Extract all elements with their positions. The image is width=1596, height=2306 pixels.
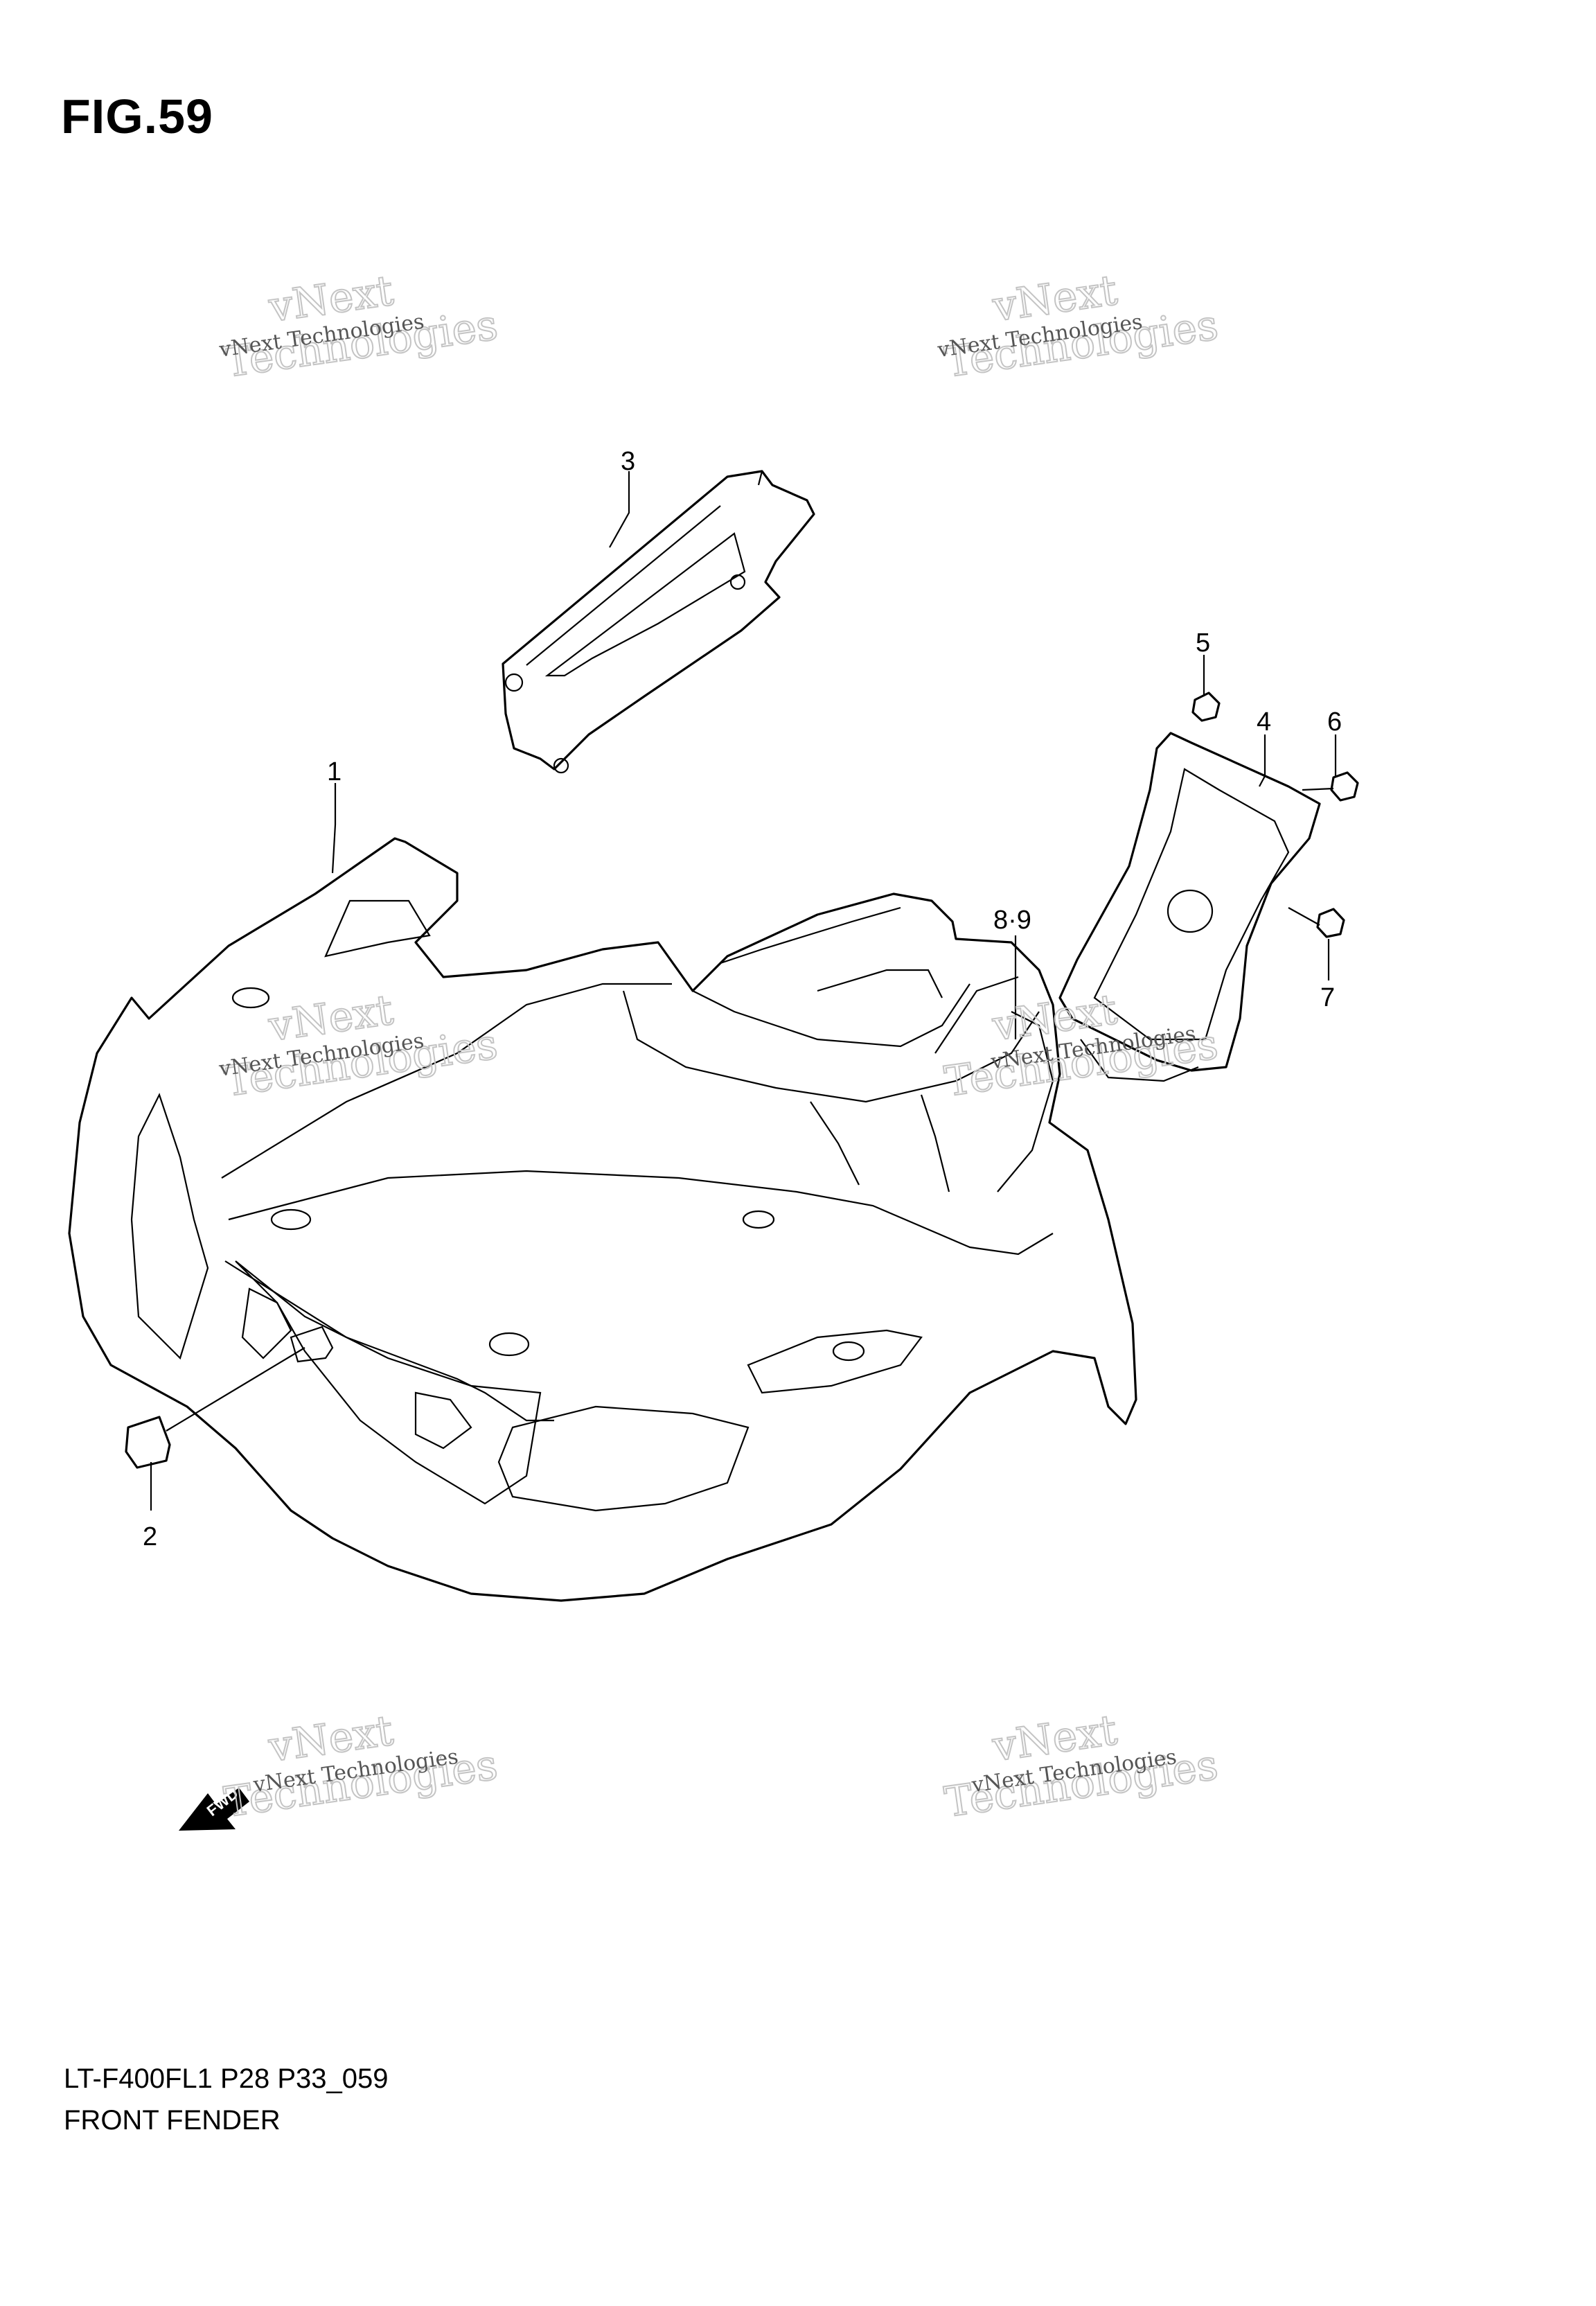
watermark: vNext Technologies vNext Technologies xyxy=(220,1706,501,1828)
callout-3[interactable]: 3 xyxy=(621,447,635,476)
watermark: vNext Technologies vNext Technologies xyxy=(941,985,1221,1107)
callout-5[interactable]: 5 xyxy=(1196,628,1210,658)
part-5-nut[interactable] xyxy=(1191,692,1221,722)
callout-7[interactable]: 7 xyxy=(1320,983,1335,1012)
callout-4[interactable]: 4 xyxy=(1257,707,1271,737)
watermark: vNext Technologies vNext Technologies xyxy=(936,265,1222,388)
callout-1[interactable]: 1 xyxy=(327,757,342,786)
part-7-screw[interactable] xyxy=(1288,907,1345,938)
model-code: LT-F400FL1 P28 P33_059 xyxy=(64,2063,389,2094)
callout-2[interactable]: 2 xyxy=(143,1522,157,1551)
part-3-cover[interactable] xyxy=(502,470,815,774)
watermark: vNext Technologies vNext Technologies xyxy=(217,985,501,1107)
callout-6[interactable]: 6 xyxy=(1327,707,1342,737)
part-1-front-fender[interactable] xyxy=(68,837,1137,1602)
watermark: vNext Technologies vNext Technologies xyxy=(218,266,502,388)
figure-caption: FRONT FENDER xyxy=(64,2105,281,2136)
part-6-screw[interactable] xyxy=(1302,771,1359,802)
callout-8-9[interactable]: 8·9 xyxy=(993,906,1031,935)
part-2-label[interactable] xyxy=(125,1326,334,1469)
figure-title: FIG.59 xyxy=(61,89,213,143)
part-4-side-panel[interactable] xyxy=(1058,732,1321,1082)
watermark: vNext Technologies vNext Technologies xyxy=(941,1705,1221,1828)
